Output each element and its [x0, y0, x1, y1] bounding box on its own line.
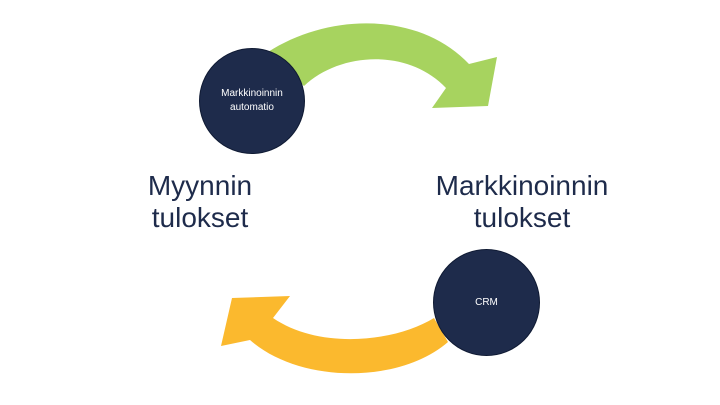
node-marketing-automation: Markkinoinnin automatio: [199, 48, 305, 154]
marketing-results-label: Markkinoinnin tulokset: [412, 170, 632, 234]
node-crm-label: CRM: [467, 296, 506, 310]
marketing-results-line1: Markkinoinnin: [435, 170, 609, 201]
sales-results-line2: tulokset: [151, 202, 249, 233]
marketing-results-line2: tulokset: [473, 202, 571, 233]
node-marketing-automation-line1: Markkinoinnin: [221, 88, 283, 99]
top-arrow: [268, 23, 497, 108]
sales-results-line1: Myynnin: [147, 170, 253, 201]
node-crm-line1: CRM: [475, 296, 498, 308]
node-marketing-automation-label: Markkinoinnin automatio: [213, 87, 291, 115]
sales-results-label: Myynnin tulokset: [120, 170, 280, 234]
node-marketing-automation-line2: automatio: [230, 102, 274, 113]
bottom-arrow: [221, 296, 448, 374]
node-crm: CRM: [433, 249, 540, 356]
